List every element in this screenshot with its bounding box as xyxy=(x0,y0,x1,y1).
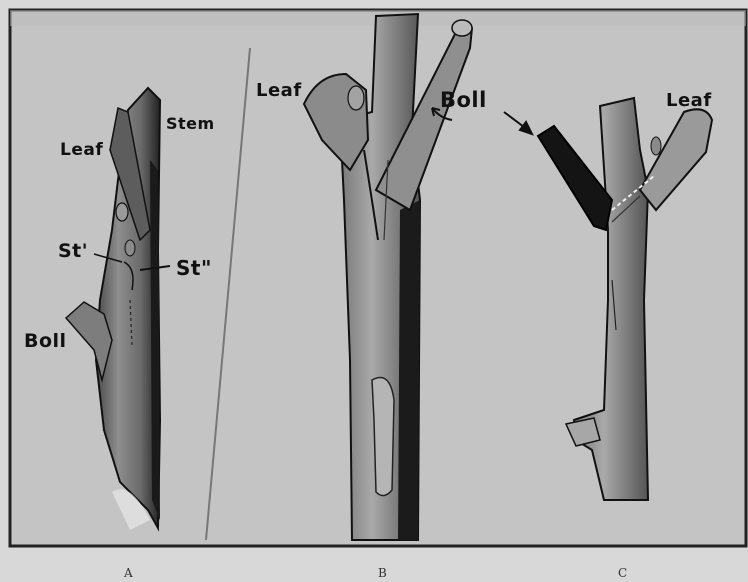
caption-c: C xyxy=(618,566,627,580)
label-a-boll: Boll xyxy=(24,330,67,352)
label-a-leaf: Leaf xyxy=(60,140,103,160)
label-c-leaf: Leaf xyxy=(666,90,712,111)
label-a-st2: St" xyxy=(176,256,212,280)
caption-a: A xyxy=(124,566,133,580)
label-b-leaf: Leaf xyxy=(256,80,302,101)
label-a-st1: St' xyxy=(58,240,88,262)
caption-b: B xyxy=(378,566,387,580)
label-a-stem: Stem xyxy=(166,114,215,133)
label-b-boll: Boll xyxy=(440,88,487,112)
